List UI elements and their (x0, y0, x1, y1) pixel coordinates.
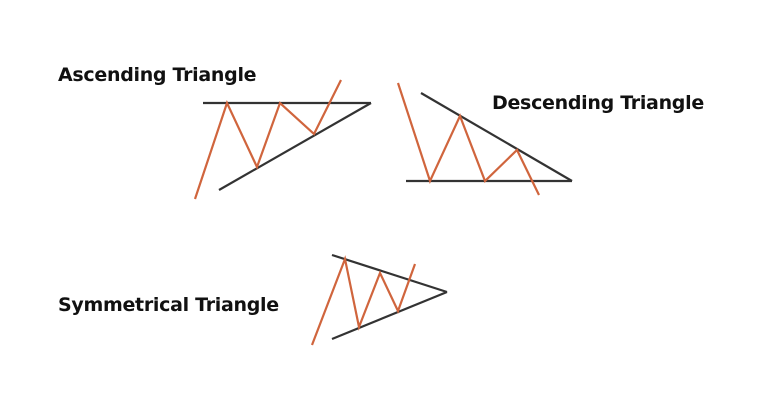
price-path (310, 255, 417, 346)
descending-triangle (396, 82, 573, 196)
descending-triangle-label: Descending Triangle (492, 92, 704, 114)
ascending-triangle (193, 79, 372, 200)
price-path (193, 79, 342, 200)
ascending-triangle-label: Ascending Triangle (58, 64, 257, 86)
price-path (396, 82, 540, 196)
symmetrical-triangle-label: Symmetrical Triangle (58, 294, 279, 316)
symmetrical-triangle (310, 253, 448, 346)
falling-resistance-line (331, 253, 448, 294)
rising-support-line (218, 102, 372, 191)
falling-resistance-line (420, 92, 573, 182)
rising-support-line (331, 290, 448, 341)
